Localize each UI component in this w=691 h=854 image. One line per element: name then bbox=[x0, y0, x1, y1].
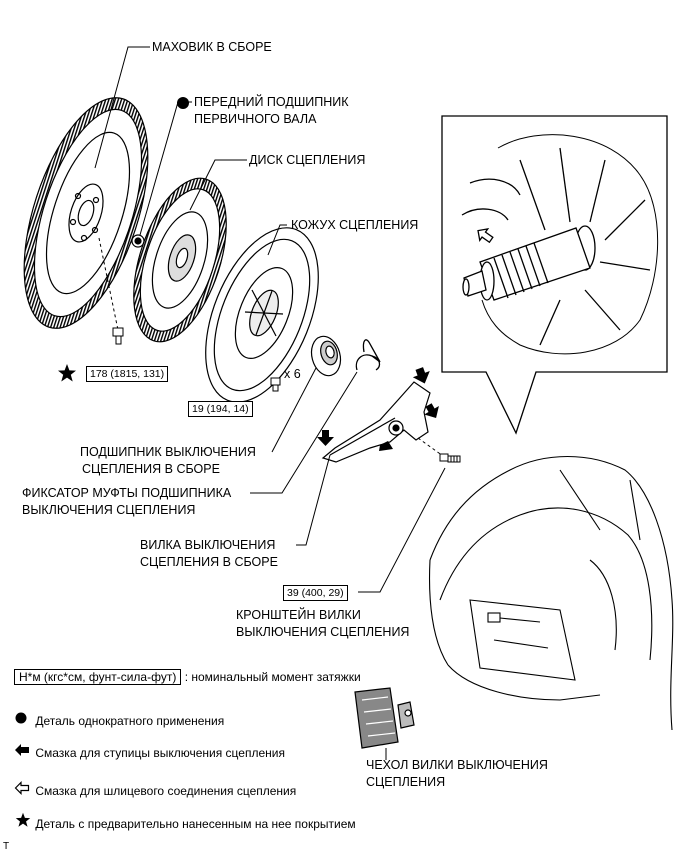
fork-support-torque: 39 (400, 29) bbox=[283, 585, 348, 601]
bearing-hub-clip-label-line1: ФИКСАТОР МУФТЫ ПОДШИПНИКА bbox=[22, 486, 232, 500]
cover-bolt bbox=[270, 377, 281, 392]
bearing-hub-clip-label-line2: ВЫКЛЮЧЕНИЯ СЦЕПЛЕНИЯ bbox=[22, 503, 196, 517]
clutch-disc-label: ДИСК СЦЕПЛЕНИЯ bbox=[249, 153, 366, 167]
release-bearing-drawing bbox=[310, 335, 342, 377]
star-icon bbox=[58, 364, 76, 382]
legend-hub-grease: Смазка для ступицы выключения сцепления bbox=[14, 743, 285, 761]
pilot-bearing-label-line2: ПЕРВИЧНОГО ВАЛА bbox=[194, 112, 317, 126]
cover-bolt-torque: 19 (194, 14) bbox=[188, 401, 253, 417]
legend-non-reusable: Деталь однократного применения bbox=[14, 711, 224, 729]
legend-torque: Н*м (кгс*см, фунт-сила-фут) : номинальны… bbox=[14, 669, 361, 685]
fork-support-drawing bbox=[417, 437, 461, 463]
release-bearing-label-line2: СЦЕПЛЕНИЯ В СБОРЕ bbox=[82, 462, 220, 476]
spline-detail-inset bbox=[441, 115, 668, 435]
fork-boot-label-line2: СЦЕПЛЕНИЯ bbox=[366, 775, 446, 789]
flywheel-bolt-torque: 178 (1815, 131) bbox=[86, 366, 169, 382]
fork-boot-drawing bbox=[354, 687, 415, 749]
fork-support-label-line2: ВЫКЛЮЧЕНИЯ СЦЕПЛЕНИЯ bbox=[236, 625, 410, 639]
release-bearing-label-line1: ПОДШИПНИК ВЫКЛЮЧЕНИЯ bbox=[80, 445, 256, 459]
legend-spline-grease: Смазка для шлицевого соединения сцеплени… bbox=[14, 781, 296, 799]
spline-grease-arrow-icon bbox=[477, 227, 494, 244]
legend-spline-grease-text: Смазка для шлицевого соединения сцеплени… bbox=[35, 784, 297, 798]
transmission-case-drawing bbox=[428, 455, 674, 731]
clutch-disc-drawing bbox=[133, 177, 227, 343]
clutch-cover-drawing bbox=[205, 227, 319, 403]
release-fork-drawing bbox=[321, 381, 431, 463]
legend-filled-circle-icon bbox=[15, 712, 27, 724]
filled-circle-icon bbox=[177, 97, 189, 109]
release-fork-label-line2: СЦЕПЛЕНИЯ В СБОРЕ bbox=[140, 555, 278, 569]
clutch-cover-label: КОЖУХ СЦЕПЛЕНИЯ bbox=[291, 218, 419, 232]
hub-grease-arrows bbox=[317, 367, 439, 451]
bearing-hub-clip-drawing bbox=[355, 339, 381, 371]
legend-outline-arrow-icon bbox=[14, 781, 30, 795]
fork-boot-label-line1: ЧЕХОЛ ВИЛКИ ВЫКЛЮЧЕНИЯ bbox=[366, 758, 548, 772]
legend-torque-units: Н*м (кгс*см, фунт-сила-фут) bbox=[14, 669, 182, 685]
legend-precoated: Деталь с предварительно нанесенным на не… bbox=[14, 812, 356, 832]
pilot-bearing-drawing bbox=[131, 234, 145, 248]
pilot-bearing-label-line1: ПЕРЕДНИЙ ПОДШИПНИК bbox=[194, 95, 349, 109]
legend-hub-grease-text: Смазка для ступицы выключения сцепления bbox=[35, 746, 285, 760]
legend-filled-arrow-icon bbox=[15, 744, 29, 756]
corner-mark: T bbox=[3, 841, 10, 852]
fork-support-label-line1: КРОНШТЕЙН ВИЛКИ bbox=[236, 608, 361, 622]
flywheel-label: МАХОВИК В СБОРЕ bbox=[152, 40, 272, 54]
flywheel-bolt bbox=[98, 237, 124, 345]
legend-torque-desc: : номинальный момент затяжки bbox=[184, 670, 361, 684]
legend-non-reusable-text: Деталь однократного применения bbox=[35, 714, 225, 728]
legend-star-icon bbox=[15, 812, 31, 827]
flywheel-drawing bbox=[23, 97, 149, 329]
release-fork-label-line1: ВИЛКА ВЫКЛЮЧЕНИЯ bbox=[140, 538, 276, 552]
legend-precoated-text: Деталь с предварительно нанесенным на не… bbox=[35, 817, 356, 831]
bolt-count-label: x 6 bbox=[284, 367, 301, 381]
